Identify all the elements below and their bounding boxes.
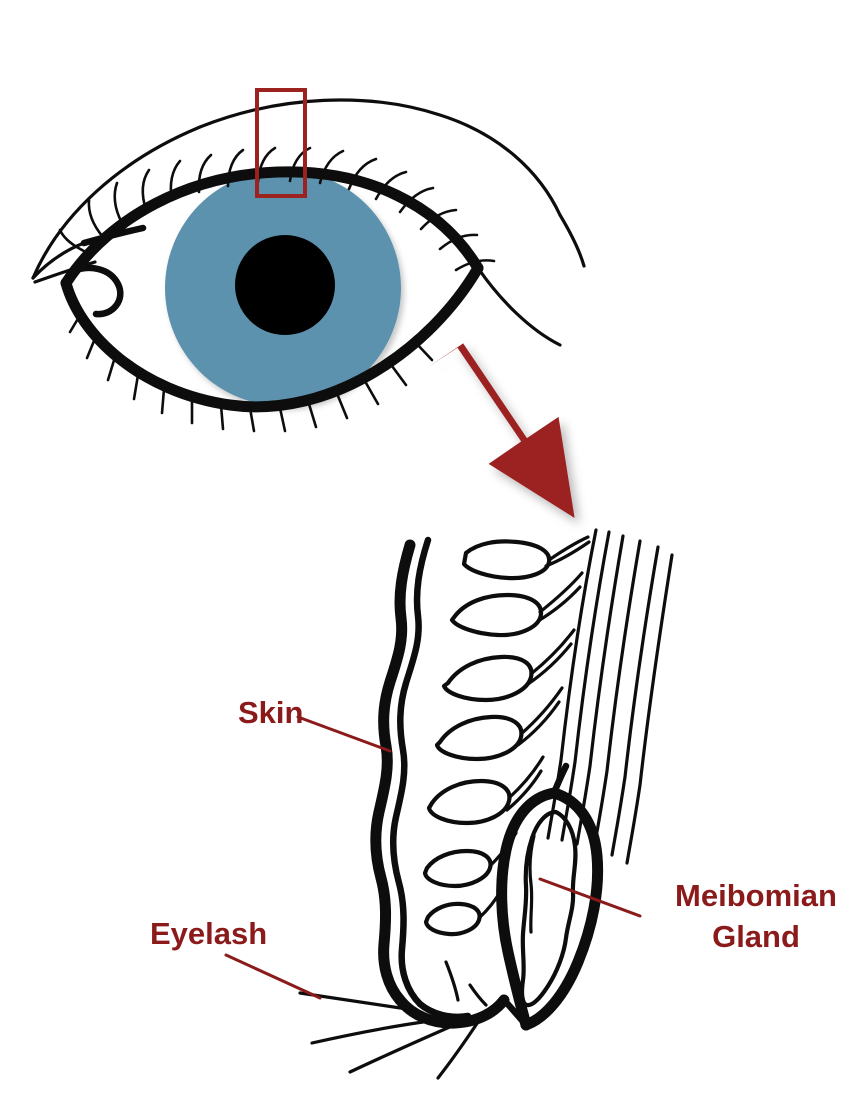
meibomian-gland-leader-line xyxy=(538,877,642,918)
duct-2 xyxy=(538,571,584,614)
meibomian-gland-capsule-left xyxy=(496,787,560,1031)
canthus-tail-lower xyxy=(33,260,97,284)
lid-margin-inner xyxy=(416,1000,472,1021)
acinus-6 xyxy=(422,848,493,889)
duct-4b xyxy=(516,700,561,747)
canthus-tail-upper xyxy=(31,241,86,280)
upper-lid-margin xyxy=(60,166,484,289)
label-meibomian-gland-line2: Gland xyxy=(712,919,800,954)
duct-3b xyxy=(526,642,573,686)
duct-2b xyxy=(536,585,582,623)
duct-1 xyxy=(547,535,590,562)
duct-1b xyxy=(544,540,591,568)
acinus-7 xyxy=(423,901,482,937)
label-skin: Skin xyxy=(238,695,303,730)
eye-diagram xyxy=(31,88,586,433)
arrow-shape xyxy=(426,343,575,518)
duct-3 xyxy=(529,628,576,676)
skin-outer-line xyxy=(370,539,416,1006)
duct-5 xyxy=(507,755,545,800)
upper-lid-outer-contour xyxy=(31,98,562,280)
acinus-5 xyxy=(426,778,512,826)
pupil xyxy=(235,235,335,335)
meibomian-gland-lumen xyxy=(519,809,578,1008)
callout-box xyxy=(255,88,307,198)
magnification-arrow xyxy=(426,343,575,518)
skin-leader-line xyxy=(296,715,392,753)
label-meibomian-gland-line1: Meibomian xyxy=(675,878,837,913)
duct-4 xyxy=(519,686,564,736)
acinus-1 xyxy=(461,539,552,581)
eyelash-leader-line xyxy=(224,953,322,1000)
meibomian-gland-acini xyxy=(422,535,591,937)
acinus-3 xyxy=(441,654,534,703)
medial-canthus-loop xyxy=(68,264,124,318)
lower-lid-outer-contour xyxy=(476,266,562,347)
lower-eyelashes xyxy=(68,310,434,433)
acinus-4 xyxy=(434,714,524,762)
annotation-layer: Skin Eyelash Meibomian Gland xyxy=(150,695,837,1000)
label-eyelash: Eyelash xyxy=(150,916,267,951)
upper-eyelashes xyxy=(58,146,496,272)
lower-lid-margin xyxy=(60,262,484,413)
acinus-2 xyxy=(449,592,544,638)
gland-duct-neck xyxy=(550,762,570,797)
skin-inner-line xyxy=(389,536,432,1008)
lateral-canthus-tail xyxy=(558,213,586,268)
meibomian-gland-capsule-right xyxy=(520,787,604,1031)
gland-orifice xyxy=(501,997,530,1029)
duct-5b xyxy=(505,769,543,812)
tarsal-fiber-lines xyxy=(546,528,674,865)
iris-group xyxy=(165,170,401,406)
lumen-accent-left xyxy=(528,834,536,934)
eyelid-cross-section xyxy=(298,528,674,1080)
